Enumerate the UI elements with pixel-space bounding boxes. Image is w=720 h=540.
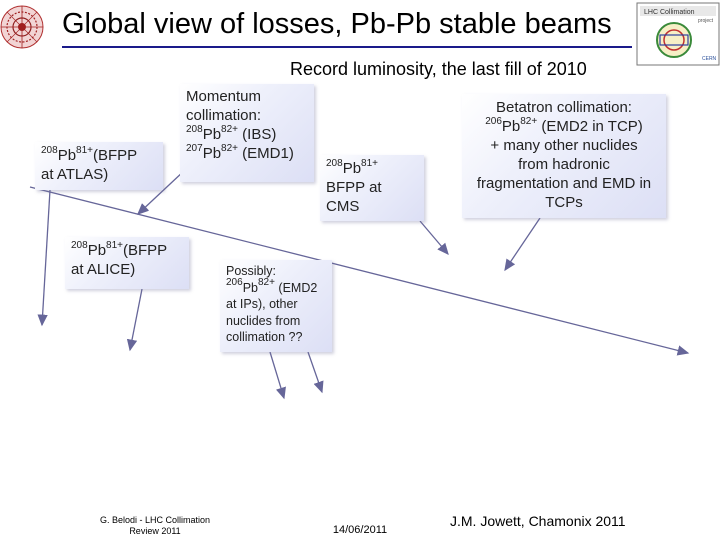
cms-arrow [419, 220, 449, 255]
title-underline [62, 46, 632, 48]
logo-title: LHC Collimation [644, 9, 695, 16]
alice-mass-number: 208 [71, 240, 88, 251]
logo-subtitle: project [698, 18, 714, 24]
alice-arrow [126, 288, 143, 352]
momentum-line1: Momentum [186, 88, 262, 105]
possibly-line4: nuclides from [226, 313, 301, 328]
cms-charge: 81+ [361, 158, 379, 169]
momentum-l3-charge: 82+ [221, 124, 239, 135]
betatron-line6: TCPs [545, 194, 583, 211]
possibly-arrow-right [307, 351, 324, 394]
betatron-l2-text: (EMD2 in TCP) [537, 118, 643, 135]
alice-loss-box: 208Pb81+(BFPP at ALICE) [65, 237, 189, 289]
alice-text-a: (BFPP [123, 242, 168, 259]
alice-ion: Pb [87, 242, 107, 259]
atlas-text-a: (BFPP [93, 147, 138, 164]
possibly-l2-mass: 206 [226, 277, 243, 289]
momentum-arrow [137, 169, 186, 215]
atlas-arrow [37, 189, 51, 327]
momentum-l3-ion: Pb [202, 126, 222, 143]
possibly-line3: at IPs), other [226, 297, 298, 311]
betatron-line5: fragmentation and EMD in [476, 175, 652, 192]
atlas-mass-number: 208 [41, 145, 58, 156]
possibly-l2-charge: 82+ [257, 277, 275, 289]
momentum-line2: collimation: [186, 107, 262, 124]
footer-presenter: G. Belodi - LHC Collimation Review 2011 [80, 515, 230, 537]
atlas-ion: Pb [57, 147, 77, 164]
betatron-arrow [504, 217, 541, 272]
betatron-l2-ion: Pb [501, 118, 521, 135]
atlas-loss-label: 208Pb81+(BFPP at ATLAS) [41, 146, 157, 184]
alice-charge: 81+ [106, 240, 124, 251]
footer-date: 14/06/2011 [332, 524, 388, 536]
betatron-line1: Betatron collimation: [496, 99, 632, 116]
footer-author: J.M. Jowett, Chamonix 2011 [450, 513, 626, 529]
cms-text-a: BFPP at [326, 179, 382, 196]
page-title: Global view of losses, Pb-Pb stable beam… [62, 8, 612, 40]
cms-mass-number: 208 [326, 158, 343, 169]
betatron-line4: from hadronic [518, 156, 610, 173]
atlas-text-b: at ATLAS) [41, 166, 109, 183]
betatron-line3: + many other nuclides [490, 137, 638, 154]
possible-losses-box: Possibly: 206Pb82+ (EMD2 at IPs), other … [220, 260, 332, 352]
possibly-line1: Possibly: [226, 264, 277, 278]
momentum-l3-mass: 208 [186, 124, 203, 135]
alice-text-b: at ALICE) [71, 261, 136, 278]
possibly-arrow-left [269, 351, 286, 400]
atlas-charge: 81+ [76, 145, 94, 156]
page-subtitle: Record luminosity, the last fill of 2010 [290, 59, 587, 79]
betatron-collimation-box: Betatron collimation: 206Pb82+ (EMD2 in … [462, 94, 666, 218]
logo-org: CERN [702, 56, 717, 62]
momentum-collimation-box: Momentum collimation: 208Pb82+ (IBS) 207… [180, 84, 314, 182]
betatron-l2-charge: 82+ [520, 116, 538, 127]
institution-logo [0, 5, 44, 49]
momentum-l4-text: (EMD1) [238, 145, 294, 162]
betatron-l2-mass: 206 [485, 116, 502, 127]
possibly-l2-ion: Pb [242, 280, 258, 295]
footer-presenter-line2: Review 2011 [129, 526, 181, 536]
lhc-collimation-logo: LHC Collimation project CERN [636, 2, 720, 66]
footer-presenter-line1: G. Belodi - LHC Collimation [99, 515, 211, 525]
momentum-l3-text: (IBS) [238, 126, 277, 143]
possibly-l2-text: (EMD2 [274, 280, 318, 295]
possibly-line5: collimation ?? [226, 330, 303, 344]
momentum-l4-charge: 82+ [221, 143, 239, 154]
cms-ion: Pb [342, 160, 362, 177]
cms-loss-box: 208Pb81+ BFPP at CMS [320, 155, 424, 221]
momentum-l4-ion: Pb [202, 145, 222, 162]
cms-text-b: CMS [326, 198, 360, 215]
momentum-l4-mass: 207 [186, 143, 203, 154]
atlas-loss-box: 208Pb81+(BFPP at ATLAS) [35, 142, 163, 190]
